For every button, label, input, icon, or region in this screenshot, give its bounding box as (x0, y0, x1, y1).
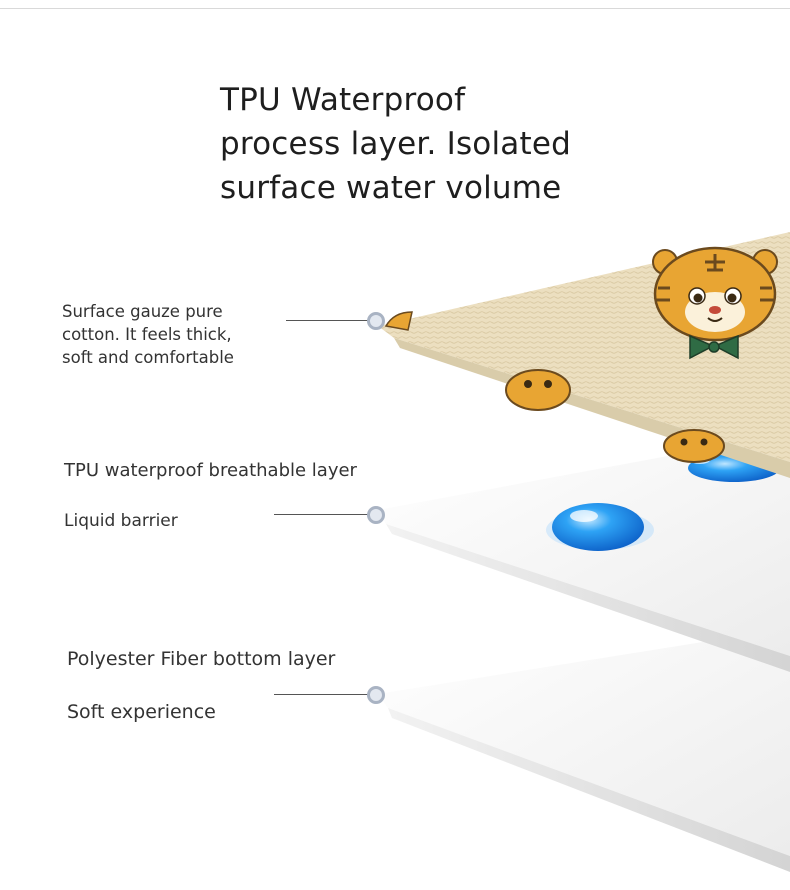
polyester-leader-dot (367, 686, 385, 704)
cotton-label-line: Surface gauze pure (62, 302, 223, 321)
tpu-leader-dot (367, 506, 385, 524)
cotton-label-line: cotton. It feels thick, (62, 325, 232, 344)
headline-line: TPU Waterproof (220, 82, 466, 118)
polyester-layer-shape (378, 628, 790, 872)
headline-line: surface water volume (220, 170, 562, 206)
headline-line: process layer. Isolated (220, 126, 571, 162)
cotton-leader-line (286, 320, 370, 321)
tpu-leader-line (274, 514, 370, 515)
tiger-face-icon (652, 246, 778, 342)
tpu-layer-shape (378, 448, 790, 672)
tpu-layer-subtitle: Liquid barrier (64, 511, 178, 531)
tiger-face-icon (505, 369, 571, 411)
bow-tie-icon (689, 334, 739, 360)
cotton-layer-shape (378, 232, 790, 478)
tpu-layer-title: TPU waterproof breathable layer (64, 460, 357, 481)
cotton-leader-dot (367, 312, 385, 330)
polyester-layer-title: Polyester Fiber bottom layer (67, 648, 336, 670)
tiger-face-icon (384, 311, 413, 331)
headline: TPU Waterproof process layer. Isolated s… (220, 78, 640, 210)
tiger-face-icon (663, 429, 725, 463)
cotton-layer-label: Surface gauze pure cotton. It feels thic… (62, 300, 234, 369)
polyester-layer-subtitle: Soft experience (67, 701, 216, 723)
polyester-leader-line (274, 694, 370, 695)
top-divider (0, 8, 790, 9)
water-drop-icon (546, 503, 654, 551)
cotton-label-line: soft and comfortable (62, 348, 234, 367)
